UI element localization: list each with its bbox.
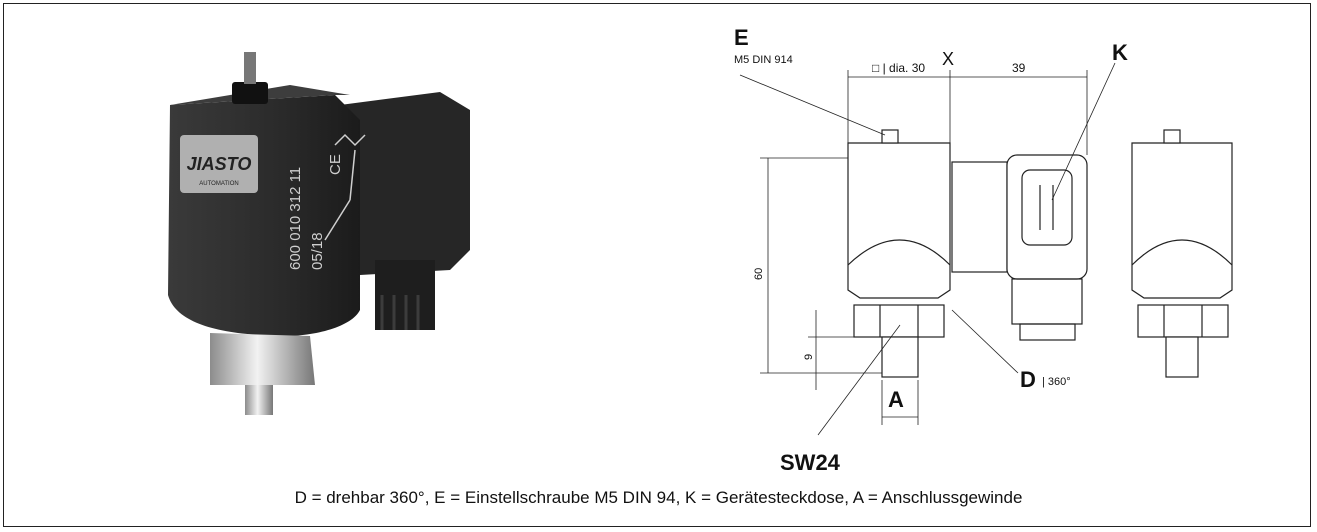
leader-k <box>1051 62 1116 201</box>
technical-drawing: E M5 DIN 914 □ | dia. 30 X 39 K 60 9 D |… <box>734 25 1233 475</box>
leader-d <box>951 309 1019 374</box>
socket-face <box>1021 169 1073 246</box>
side-view-screw <box>1163 129 1181 144</box>
connector-plug <box>340 92 470 275</box>
label-k: K <box>1112 40 1128 65</box>
dim-9-label: 9 <box>803 354 815 360</box>
print-line-2: 05/18 <box>309 232 326 270</box>
brand-badge <box>180 135 258 193</box>
thread-connection <box>245 385 273 415</box>
ce-mark: CE <box>327 154 344 175</box>
front-view-hex-nut <box>853 304 945 338</box>
label-e-note: M5 DIN 914 <box>734 54 793 66</box>
side-view-housing <box>1131 142 1233 299</box>
dim-39-label: 39 <box>1012 61 1026 75</box>
adjusting-screw <box>244 52 256 84</box>
side-view-curve <box>1131 239 1233 266</box>
switch-symbol <box>324 133 366 241</box>
dim-60-label: 60 <box>753 268 765 280</box>
product-photo: JIASTO AUTOMATION 600 010 312 11 05/18 C… <box>168 52 470 415</box>
brand-name: JIASTO <box>187 154 252 174</box>
front-view-housing <box>847 142 951 299</box>
label-d-note: | 360° <box>1042 376 1071 388</box>
figure-caption: D = drehbar 360°, E = Einstellschraube M… <box>294 488 1023 507</box>
main-housing <box>168 95 360 337</box>
front-view-thread <box>881 336 919 378</box>
connector-socket <box>1006 154 1088 280</box>
adjusting-screw-cap <box>232 82 268 104</box>
print-line-1: 600 010 312 11 <box>287 167 304 270</box>
brand-subtitle: AUTOMATION <box>199 181 238 187</box>
side-view-thread <box>1165 336 1199 378</box>
front-view-curve <box>847 239 951 266</box>
leader-sw <box>817 324 901 436</box>
label-e: E <box>734 25 749 50</box>
hex-nut <box>210 333 315 385</box>
front-view-screw <box>881 129 899 144</box>
side-view-hex-nut <box>1137 304 1229 338</box>
label-x: X <box>942 49 954 69</box>
connector-body <box>951 161 1008 273</box>
connector-lower <box>1011 278 1083 325</box>
label-sw24: SW24 <box>780 450 841 475</box>
leader-e <box>739 74 886 136</box>
connector-gland <box>1019 323 1076 341</box>
gland-ridges <box>380 295 420 330</box>
dim-width-label: □ | dia. 30 <box>872 61 925 75</box>
label-d: D <box>1020 367 1036 392</box>
label-a: A <box>888 387 904 412</box>
